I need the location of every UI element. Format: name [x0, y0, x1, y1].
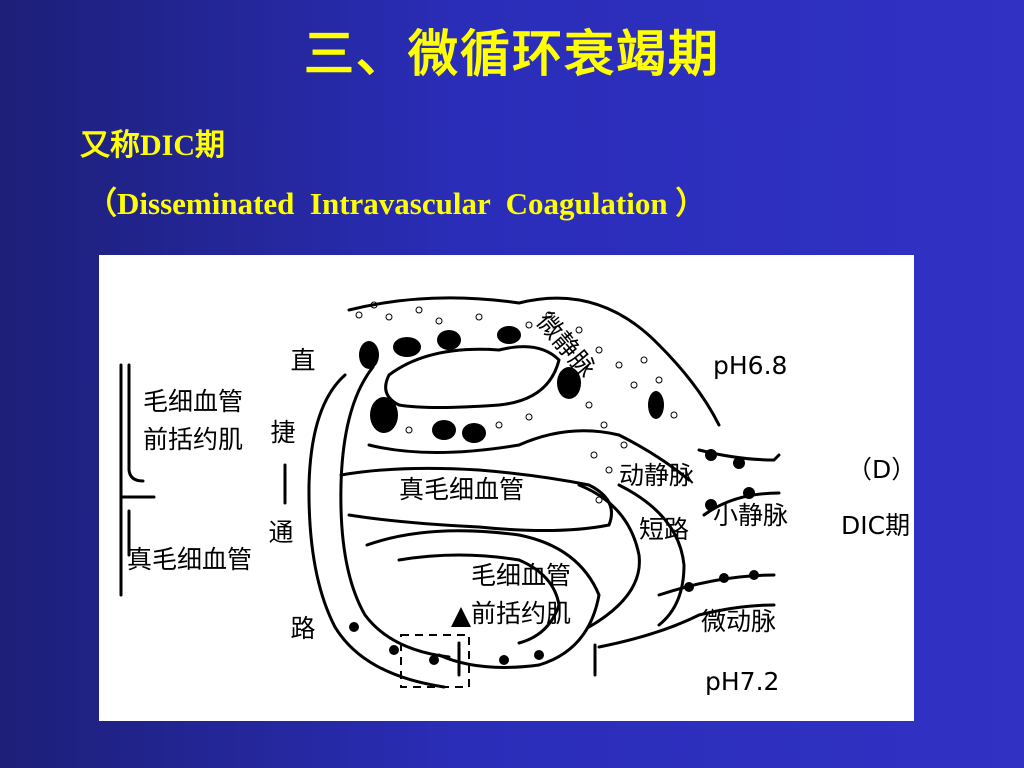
subtitle-dic-fullname: （Disseminated Intravascular Coagulation …	[86, 186, 707, 221]
label-left-precapillary-2: 前括约肌	[143, 425, 244, 454]
label-true-capillary: 真毛细血管	[399, 475, 525, 504]
label-direct-route-1: 直	[290, 346, 316, 375]
label-direct-route-2: 捷	[270, 418, 296, 447]
slide-title: 三、微循环衰竭期	[304, 25, 720, 83]
subtitle-dic: 又称DIC期	[80, 129, 226, 162]
label-stage-dic: DIC期	[841, 511, 911, 540]
diagram-drawing	[119, 296, 781, 689]
microcirculation-diagram: 毛细血管 前括约肌 真毛细血管 直 捷 通 路 微静脉 pH6.8 真毛细血管 …	[99, 255, 917, 721]
label-center-precapillary-1: 毛细血管	[471, 561, 572, 590]
label-stage-d: （D）	[847, 455, 917, 484]
label-direct-route-4: 路	[290, 614, 316, 643]
label-av-shunt-1: 动静脉	[619, 461, 695, 490]
label-av-shunt-2: 短路	[639, 515, 690, 544]
label-direct-route-3: 通	[268, 518, 294, 547]
label-center-precapillary-2: 前括约肌	[471, 599, 572, 628]
label-arteriole: 微动脉	[701, 607, 777, 636]
label-left-precapillary-1: 毛细血管	[143, 387, 244, 416]
label-left-true-capillary: 真毛细血管	[127, 545, 253, 574]
label-ph-venous: pH6.8	[713, 351, 788, 380]
label-ph-arterial: pH7.2	[705, 667, 780, 696]
label-small-vein: 小静脉	[713, 501, 789, 530]
